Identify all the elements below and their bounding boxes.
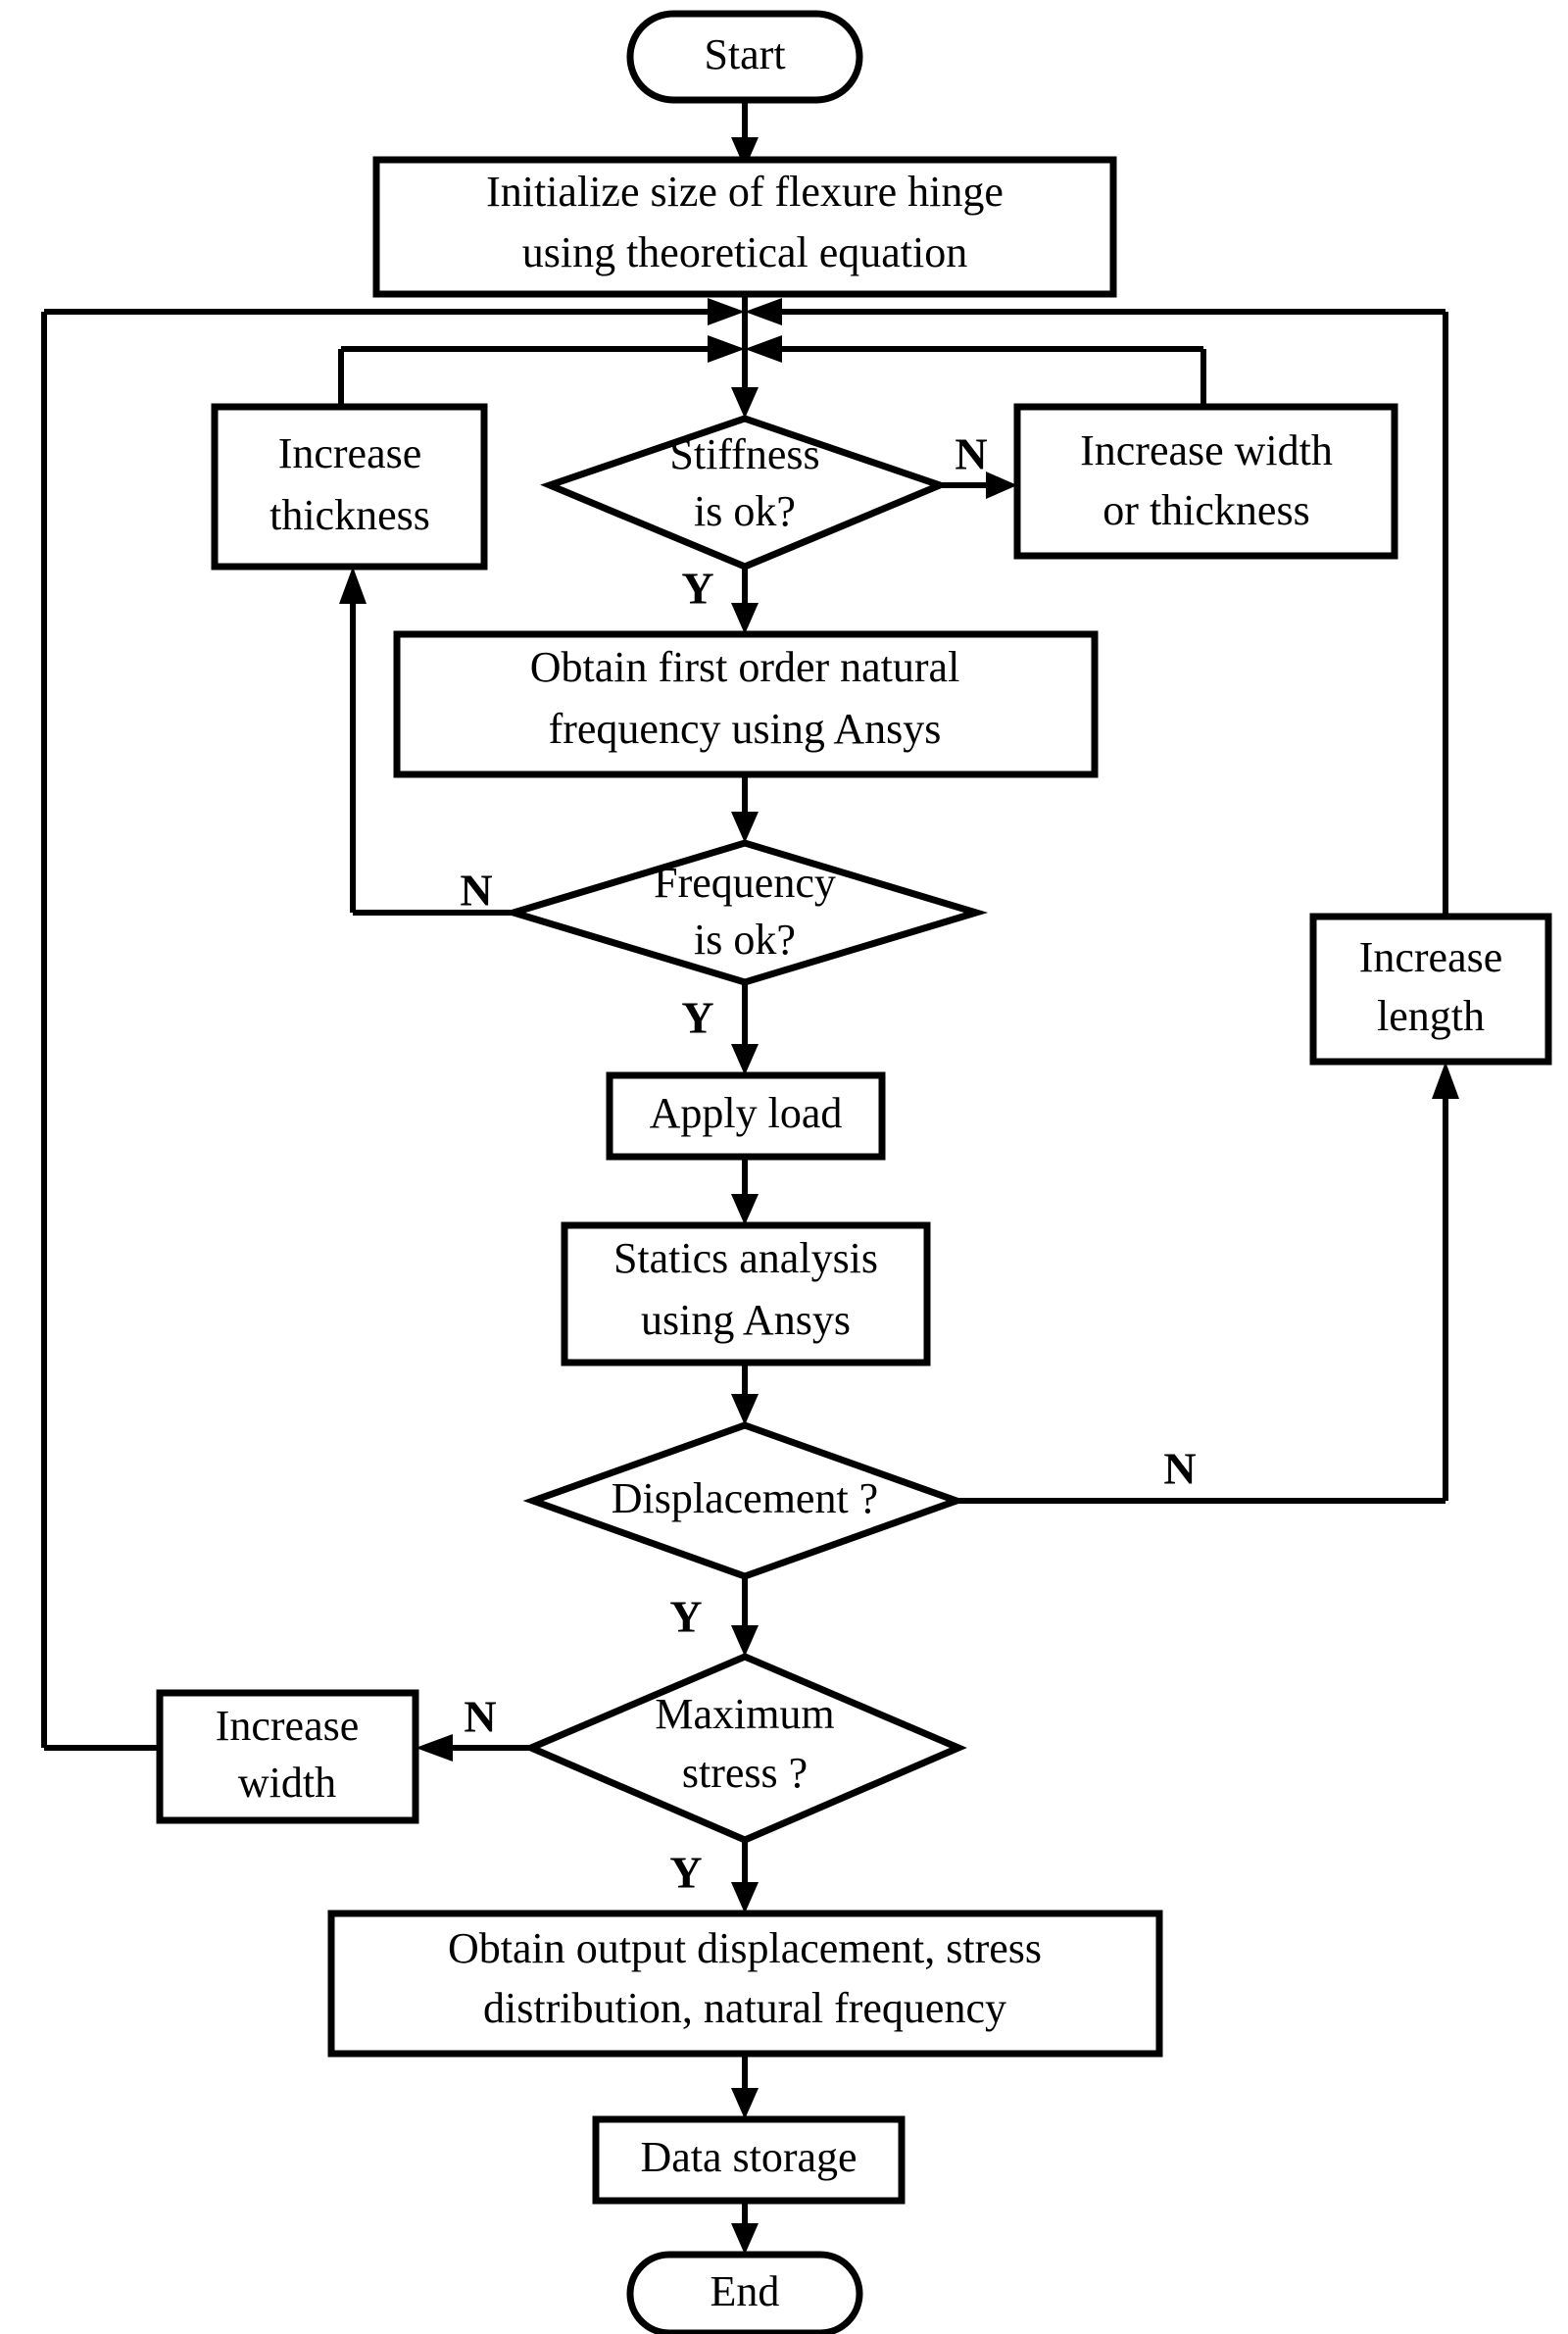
initialize-label-line2: using theoretical equation <box>522 228 968 276</box>
node-obtain-frequency[interactable]: Obtain first order natural frequency usi… <box>393 630 1099 778</box>
node-increase-thickness[interactable]: Increase thickness <box>211 403 488 571</box>
frequency-label-line1: Frequency <box>654 859 836 907</box>
branch-label-stress-yes: Y <box>669 1848 702 1898</box>
data-storage-label: Data storage <box>640 2133 857 2181</box>
node-increase-width-or-thickness[interactable]: Increase width or thickness <box>1013 403 1398 560</box>
node-increase-width[interactable]: Increase width <box>156 1689 419 1824</box>
maximum-stress-label-line2: stress ? <box>682 1749 808 1797</box>
arrowhead-displacement-no <box>1432 1062 1459 1099</box>
node-frequency-check[interactable]: Frequency is ok? <box>501 839 989 986</box>
obtain-outputs-label-line2: distribution, natural frequency <box>483 1984 1006 2032</box>
arrowhead-storage-to-end <box>731 2223 759 2255</box>
arrowhead-outer-left-into-stem <box>708 298 745 325</box>
branch-label-stress-no: N <box>464 1692 496 1742</box>
node-obtain-outputs[interactable]: Obtain output displacement, stress distr… <box>327 1910 1163 2058</box>
increase-width-or-thickness-label-line2: or thickness <box>1102 486 1309 534</box>
node-apply-load[interactable]: Apply load <box>606 1071 886 1161</box>
branch-label-frequency-yes: Y <box>681 993 713 1043</box>
apply-load-label: Apply load <box>650 1089 843 1137</box>
frequency-label-line2: is ok? <box>694 916 796 964</box>
node-end[interactable]: End <box>626 2251 863 2334</box>
start-label: Start <box>704 30 785 78</box>
stiffness-label-line2: is ok? <box>694 487 796 535</box>
frequency-decision-shape <box>501 839 989 986</box>
statics-analysis-label-line2: using Ansys <box>641 1296 851 1344</box>
node-maximum-stress-check[interactable]: Maximum stress ? <box>522 1653 967 1844</box>
branch-label-frequency-no: N <box>460 866 492 916</box>
increase-thickness-shape <box>211 403 488 571</box>
increase-width-shape <box>156 1689 419 1824</box>
connectors <box>41 100 1459 2255</box>
node-data-storage[interactable]: Data storage <box>592 2115 906 2205</box>
initialize-shape <box>372 156 1117 298</box>
branch-labels: N Y N Y N Y N Y <box>460 429 1196 1898</box>
maximum-stress-label-line1: Maximum <box>655 1690 834 1738</box>
arrowhead-stress-yes <box>731 1882 759 1913</box>
node-start[interactable]: Start <box>626 10 863 104</box>
node-displacement-check[interactable]: Displacement ? <box>522 1421 967 1580</box>
obtain-frequency-label-line1: Obtain first order natural <box>530 643 960 691</box>
arrowhead-stiffness-yes <box>731 603 759 634</box>
node-increase-length[interactable]: Increase length <box>1309 913 1552 1066</box>
increase-width-or-thickness-shape <box>1013 403 1398 560</box>
branch-label-displacement-yes: Y <box>669 1592 702 1642</box>
stiffness-decision-shape <box>540 415 950 571</box>
apply-load-shape <box>606 1071 886 1161</box>
branch-label-stiffness-no: N <box>955 429 987 479</box>
arrowhead-frequency-yes <box>731 1044 759 1075</box>
increase-width-label-line1: Increase <box>216 1702 360 1750</box>
stiffness-label-line1: Stiffness <box>669 430 819 478</box>
maximum-stress-decision-shape <box>522 1653 967 1844</box>
data-storage-shape <box>592 2115 906 2205</box>
branch-label-displacement-no: N <box>1163 1444 1196 1494</box>
node-statics-analysis[interactable]: Statics analysis using Ansys <box>561 1221 931 1366</box>
arrowhead-displacement-yes <box>731 1625 759 1657</box>
branch-label-stiffness-yes: Y <box>681 564 713 614</box>
displacement-decision-shape <box>522 1421 967 1580</box>
obtain-frequency-shape <box>393 630 1099 778</box>
node-stiffness-check[interactable]: Stiffness is ok? <box>540 415 950 571</box>
arrowhead-frequency-box-to-check <box>731 812 759 843</box>
arrowhead-stress-no <box>416 1734 453 1762</box>
arrowhead-inner-left-into-stem <box>708 335 745 363</box>
increase-width-label-line2: width <box>238 1759 336 1807</box>
initialize-label-line1: Initialize size of flexure hinge <box>486 168 1004 216</box>
obtain-outputs-shape <box>327 1910 1163 2058</box>
arrowhead-frequency-no <box>339 567 367 604</box>
arrowhead-inner-right-into-stem <box>745 335 782 363</box>
increase-length-shape <box>1309 913 1552 1066</box>
start-terminator-shape <box>626 10 863 104</box>
arrowhead-outer-right-into-stem <box>745 298 782 325</box>
arrowhead-start-to-initialize <box>731 137 759 169</box>
node-initialize[interactable]: Initialize size of flexure hinge using t… <box>372 156 1117 298</box>
increase-length-label-line2: length <box>1377 992 1485 1040</box>
obtain-outputs-label-line1: Obtain output displacement, stress <box>448 1924 1042 1972</box>
arrowhead-apply-load-to-statics <box>731 1194 759 1225</box>
increase-thickness-label-line2: thickness <box>270 491 430 539</box>
end-label: End <box>710 2267 780 2315</box>
statics-analysis-label-line1: Statics analysis <box>613 1234 878 1282</box>
increase-thickness-label-line1: Increase <box>278 429 422 477</box>
end-terminator-shape <box>626 2251 863 2334</box>
increase-length-label-line1: Increase <box>1359 933 1503 981</box>
arrowhead-stiffness-no <box>986 472 1017 499</box>
displacement-label: Displacement ? <box>612 1474 878 1522</box>
obtain-frequency-label-line2: frequency using Ansys <box>549 705 942 753</box>
statics-analysis-shape <box>561 1221 931 1366</box>
arrowhead-initialize-to-stiffness <box>731 387 759 419</box>
arrowhead-outputs-to-storage <box>731 2088 759 2119</box>
increase-width-or-thickness-label-line1: Increase width <box>1080 426 1333 474</box>
arrowhead-statics-to-displacement <box>731 1394 759 1425</box>
